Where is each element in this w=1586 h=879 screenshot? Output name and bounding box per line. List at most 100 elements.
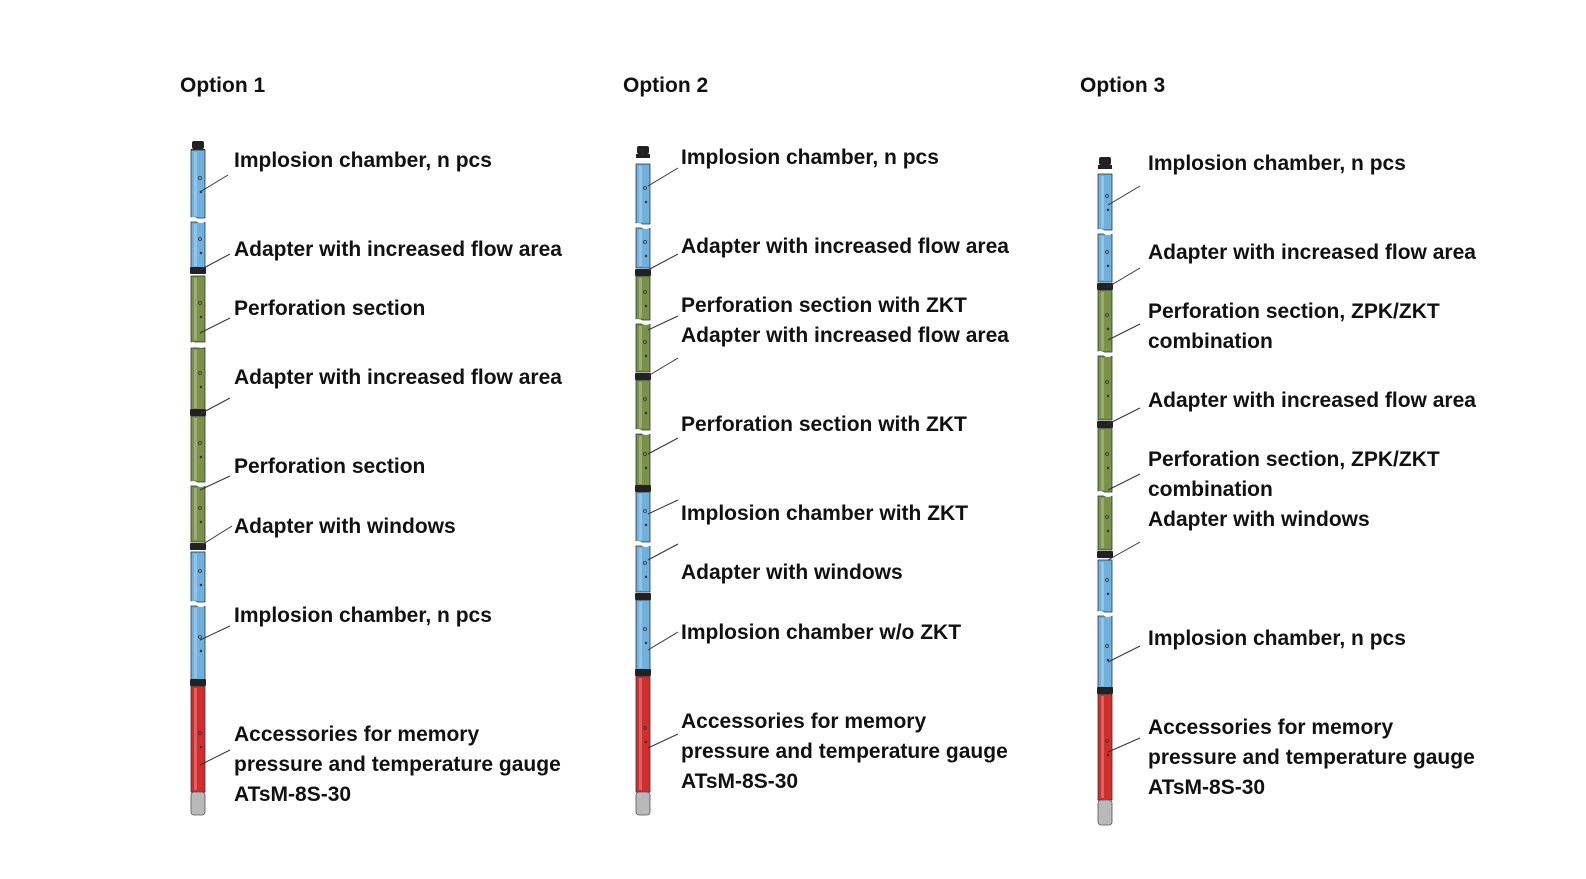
leader-line — [1107, 267, 1141, 288]
option-3-label-adapter-windows: Adapter with windows — [1148, 505, 1370, 535]
label-line: combination — [1148, 478, 1273, 501]
port-hole — [198, 731, 202, 735]
leader-line — [199, 317, 231, 334]
port-hole — [198, 635, 202, 639]
coupling — [635, 593, 651, 600]
leader-line — [1107, 473, 1141, 491]
label-line: pressure and temperature gauge — [1148, 746, 1475, 769]
port-hole — [198, 441, 202, 445]
label-line: Implosion chamber w/o ZKT — [681, 621, 962, 644]
option-1-label-implosion-chamber: Implosion chamber, n pcs — [234, 146, 492, 176]
label-line: Implosion chamber, n pcs — [1148, 627, 1406, 650]
option-3-label-perforation-combo: Perforation section, ZPK/ZKT combination — [1148, 297, 1440, 357]
option-3-title: Option 3 — [1080, 74, 1166, 97]
coupling — [1097, 551, 1113, 558]
port-hole — [1106, 208, 1110, 212]
option-1-label-adapter-flow: Adapter with increased flow area — [234, 235, 562, 265]
port-hole — [198, 569, 202, 573]
break-line — [633, 223, 651, 229]
break-line — [1095, 229, 1113, 235]
segment-highlight — [639, 436, 642, 484]
leader-line — [647, 543, 679, 561]
port-hole — [198, 506, 202, 510]
option-2-label-perforation-zkt: Perforation section with ZKT — [681, 291, 967, 321]
break-line — [188, 342, 206, 348]
segment-highlight — [1101, 562, 1104, 610]
port-hole — [198, 176, 202, 180]
perforation-segment — [190, 275, 206, 343]
option-3-label-adapter-flow-2: Adapter with increased flow area — [1148, 386, 1476, 416]
leader-line — [1107, 323, 1141, 341]
port-hole — [199, 745, 203, 749]
coupling — [635, 485, 651, 492]
port-hole — [198, 237, 202, 241]
option-2-label-adapter-flow-2: Adapter with increased flow area — [681, 321, 1009, 351]
coupling — [1097, 283, 1113, 290]
perforation-segment — [1097, 289, 1113, 353]
label-line: Adapter with increased flow area — [681, 324, 1009, 347]
leader-line — [647, 167, 679, 187]
port-hole — [643, 726, 647, 730]
port-hole — [643, 452, 647, 456]
port-hole — [1105, 250, 1109, 254]
option-2-label-adapter-windows: Adapter with windows — [681, 558, 903, 588]
leader-line — [199, 625, 231, 641]
segment-highlight — [194, 350, 197, 408]
segment-highlight — [1101, 618, 1104, 686]
break-line — [1095, 491, 1113, 497]
port-hole — [199, 251, 203, 255]
break-line — [188, 217, 206, 223]
port-hole — [1105, 739, 1109, 743]
port-hole — [1106, 327, 1110, 331]
option-2-label-perforation-zkt-2: Perforation section with ZKT — [681, 410, 967, 440]
leader-line — [199, 525, 233, 547]
label-line: Implosion chamber, n pcs — [681, 146, 939, 169]
label-line: Perforation section, ZPK/ZKT — [1148, 300, 1440, 323]
break-line — [633, 429, 651, 435]
label-line: Adapter with increased flow area — [681, 235, 1009, 258]
top-connector-collar — [1098, 165, 1112, 169]
port-hole — [1106, 466, 1110, 470]
chamber-segment — [635, 163, 651, 225]
leader-line — [199, 174, 229, 193]
segment-highlight — [194, 418, 197, 480]
port-hole — [1106, 264, 1110, 268]
option-1-label-implosion-chamber-2: Implosion chamber, n pcs — [234, 601, 492, 631]
port-hole — [644, 354, 648, 358]
coupling — [635, 269, 651, 276]
port-hole — [1106, 658, 1110, 662]
port-hole — [643, 240, 647, 244]
option-2-title: Option 2 — [623, 74, 709, 97]
port-hole — [199, 520, 203, 524]
leader-line — [647, 315, 679, 331]
segment-highlight — [639, 494, 642, 540]
bottom-cap — [1097, 799, 1113, 826]
port-hole — [1105, 452, 1109, 456]
leader-line — [647, 357, 679, 377]
port-hole — [1105, 578, 1109, 582]
port-hole — [1105, 194, 1109, 198]
port-hole — [643, 340, 647, 344]
top-connector — [1099, 157, 1111, 165]
leader-line — [647, 253, 679, 271]
label-line: combination — [1148, 330, 1273, 353]
label-line: ATsM-8S-30 — [234, 783, 352, 806]
segment-highlight — [639, 326, 642, 370]
label-line: Accessories for memory — [234, 723, 480, 746]
leader-line — [1107, 185, 1141, 206]
segment-highlight — [1101, 358, 1104, 418]
leader-line — [1107, 541, 1141, 561]
leader-line — [1107, 737, 1141, 753]
option-1-label-adapter-flow-2: Adapter with increased flow area — [234, 363, 562, 393]
port-hole — [644, 411, 648, 415]
gauge_carrier-segment — [1097, 693, 1113, 801]
segment-highlight — [194, 608, 197, 678]
port-hole — [1106, 753, 1110, 757]
segment-highlight — [194, 224, 197, 266]
coupling — [190, 409, 206, 416]
segment-highlight — [194, 688, 197, 790]
label-line: pressure and temperature gauge — [681, 740, 1008, 763]
